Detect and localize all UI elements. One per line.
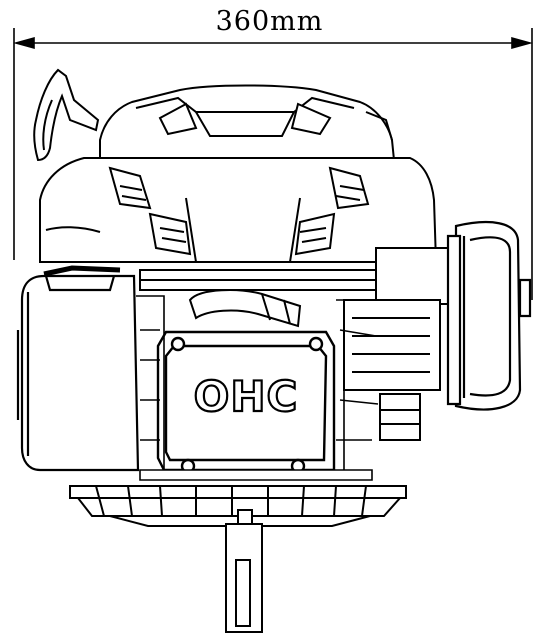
fan-shroud <box>40 158 436 262</box>
width-dimension-label: 360mm <box>215 6 324 37</box>
dimension-line <box>14 28 532 300</box>
top-shroud <box>100 86 394 161</box>
starter-handle <box>34 70 98 160</box>
carburetor <box>344 248 452 440</box>
ohc-badge: OHC <box>193 371 299 422</box>
air-cleaner-cover <box>448 222 530 409</box>
breather-hose <box>190 290 300 326</box>
engine-block <box>136 296 378 480</box>
frame-crossbar <box>140 270 376 290</box>
crankshaft <box>226 510 262 632</box>
base-flange <box>70 486 406 526</box>
valve-cover <box>158 332 334 472</box>
muffler <box>18 268 138 470</box>
